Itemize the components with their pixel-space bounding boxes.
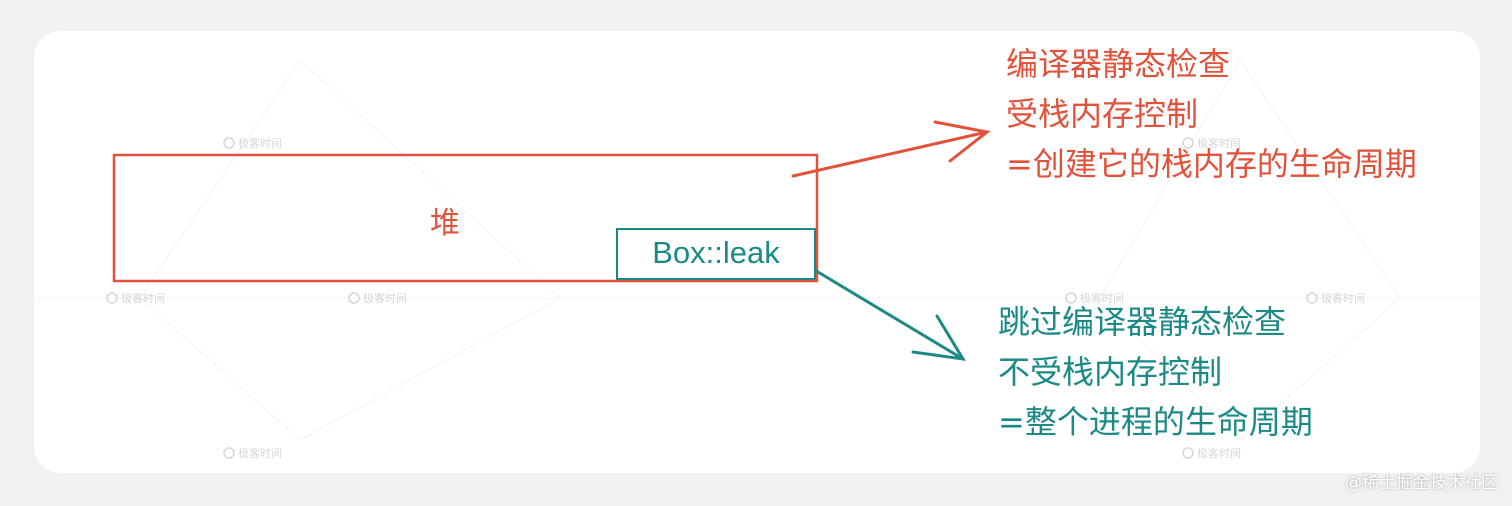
watermark-logo: 极客时间 xyxy=(106,291,165,305)
checked-note-line-3: =创建它的栈内存的生命周期 xyxy=(1006,145,1417,183)
arrow-to-checked-notes xyxy=(791,120,991,178)
watermark-text: 极客时间 xyxy=(1321,291,1365,305)
watermark-logo: 极客时间 xyxy=(223,136,282,150)
watermark-text: 极客时间 xyxy=(1080,291,1124,305)
skipped-note-line-2: 不受栈内存控制 xyxy=(998,353,1223,391)
box-leak-box: Box::leak xyxy=(616,228,816,280)
watermark-logo: 极客时间 xyxy=(1182,136,1241,150)
skipped-note-line-3: =整个进程的生命周期 xyxy=(998,403,1313,441)
watermark-text: 极客时间 xyxy=(1197,446,1241,460)
heap-rectangle xyxy=(112,153,819,283)
watermark-logo: 极客时间 xyxy=(223,446,282,460)
watermark-logo: 极客时间 xyxy=(1306,291,1365,305)
watermark-text: 极客时间 xyxy=(363,291,407,305)
watermark-text: 极客时间 xyxy=(238,136,282,150)
heap-label: 堆 xyxy=(430,206,460,241)
skipped-note-line-1: 跳过编译器静态检查 xyxy=(998,303,1287,341)
checked-note-line-1: 编译器静态检查 xyxy=(1006,45,1231,83)
watermark-labels: 极客时间 极客时间 极客时间 极客时间 极客时间 极客时间 极客时间 极客时间 xyxy=(106,136,1365,460)
watermark-logo: 极客时间 xyxy=(348,291,407,305)
watermark-pattern xyxy=(34,59,1480,441)
source-credit: @稀土掘金技术社区 xyxy=(1345,473,1498,493)
watermark-logo: 极客时间 xyxy=(1182,446,1241,460)
watermark-text: 极客时间 xyxy=(121,291,165,305)
watermark-text: 极客时间 xyxy=(238,446,282,460)
watermark-text: 极客时间 xyxy=(1197,136,1241,150)
arrow-to-skipped-notes xyxy=(791,255,966,361)
watermark-logo: 极客时间 xyxy=(1065,291,1124,305)
checked-note-line-2: 受栈内存控制 xyxy=(1006,95,1199,133)
